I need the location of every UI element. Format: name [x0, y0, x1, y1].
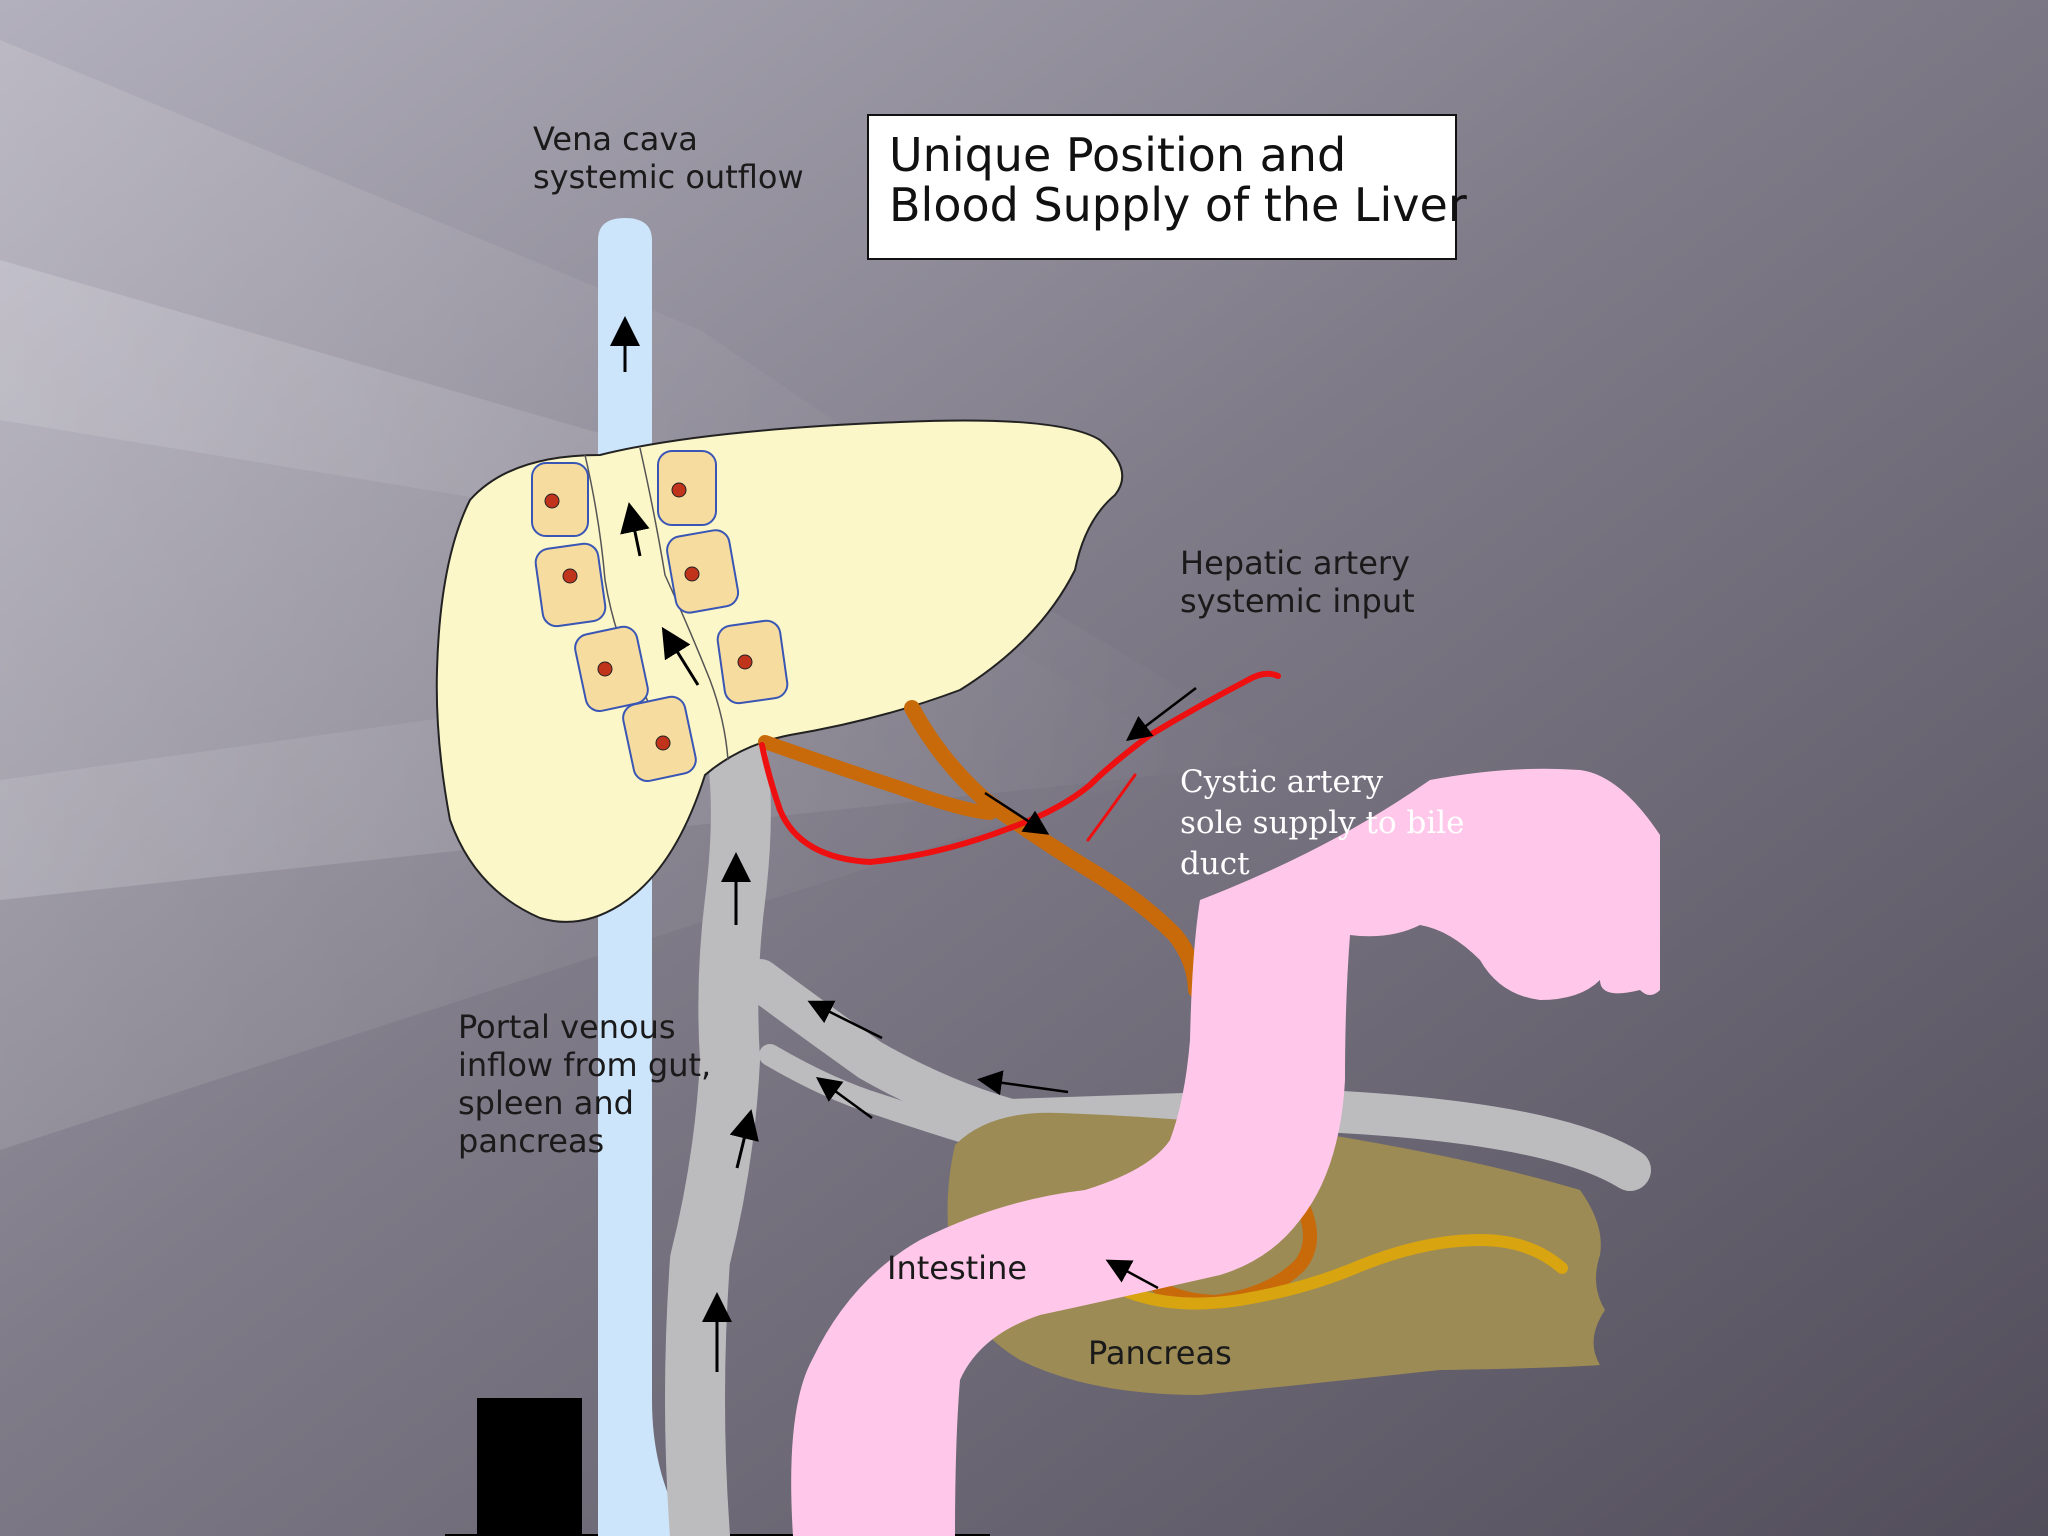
hepatocyte [531, 462, 589, 537]
hepatic-artery-arrow [1126, 687, 1197, 742]
sinusoid-arrow [661, 626, 700, 686]
sinusoid-line [639, 447, 729, 761]
cystic-artery [1086, 773, 1137, 842]
vena-cava-label: Vena cava systemic outflow [533, 120, 804, 196]
bile-duct [904, 700, 1204, 998]
bile-duct-lower [1143, 1193, 1317, 1310]
portal-venous-label: Portal venous inflow from gut, spleen an… [458, 1008, 712, 1160]
pancreatic-duct [1122, 1233, 1568, 1310]
hepatic-artery-arrow [984, 791, 1050, 835]
title-line-1: Unique Position and [889, 128, 1347, 182]
portal-vein-arrow [977, 1070, 1069, 1096]
hepatocyte-nucleus [655, 735, 671, 751]
cystic-artery-label: Cystic artery sole supply to bile duct [1180, 764, 1465, 882]
hepatic-artery-label: Hepatic artery systemic input [1180, 544, 1415, 620]
portal-vein-arrow [807, 1000, 883, 1040]
title-box: Unique Position and Blood Supply of the … [867, 114, 1467, 260]
intestine [791, 768, 1660, 1536]
hepatocytes [531, 450, 789, 782]
hepatocyte [666, 529, 740, 614]
pancreas-label: Pancreas [1088, 1334, 1232, 1372]
hepatocyte-nucleus [597, 661, 613, 677]
hepatocyte-nucleus [544, 493, 560, 509]
hepatocyte-nucleus [671, 482, 687, 498]
pancreas-arrow [1105, 1259, 1159, 1290]
hepatocyte-nucleus [737, 654, 753, 670]
sinusoid-arrow [620, 502, 650, 557]
intestine-label: Intestine [887, 1249, 1028, 1287]
black-block [477, 1398, 582, 1536]
title-line-2: Blood Supply of the Liver [889, 178, 1467, 232]
hepatocyte [534, 542, 607, 628]
hepatocyte [657, 450, 717, 526]
portal-vein-arrow [729, 1109, 759, 1169]
portal-vein-arrow [815, 1077, 873, 1120]
hepatocyte-nucleus [684, 566, 700, 582]
hepatocyte-nucleus [562, 568, 578, 584]
bile-duct-branch [758, 735, 997, 820]
